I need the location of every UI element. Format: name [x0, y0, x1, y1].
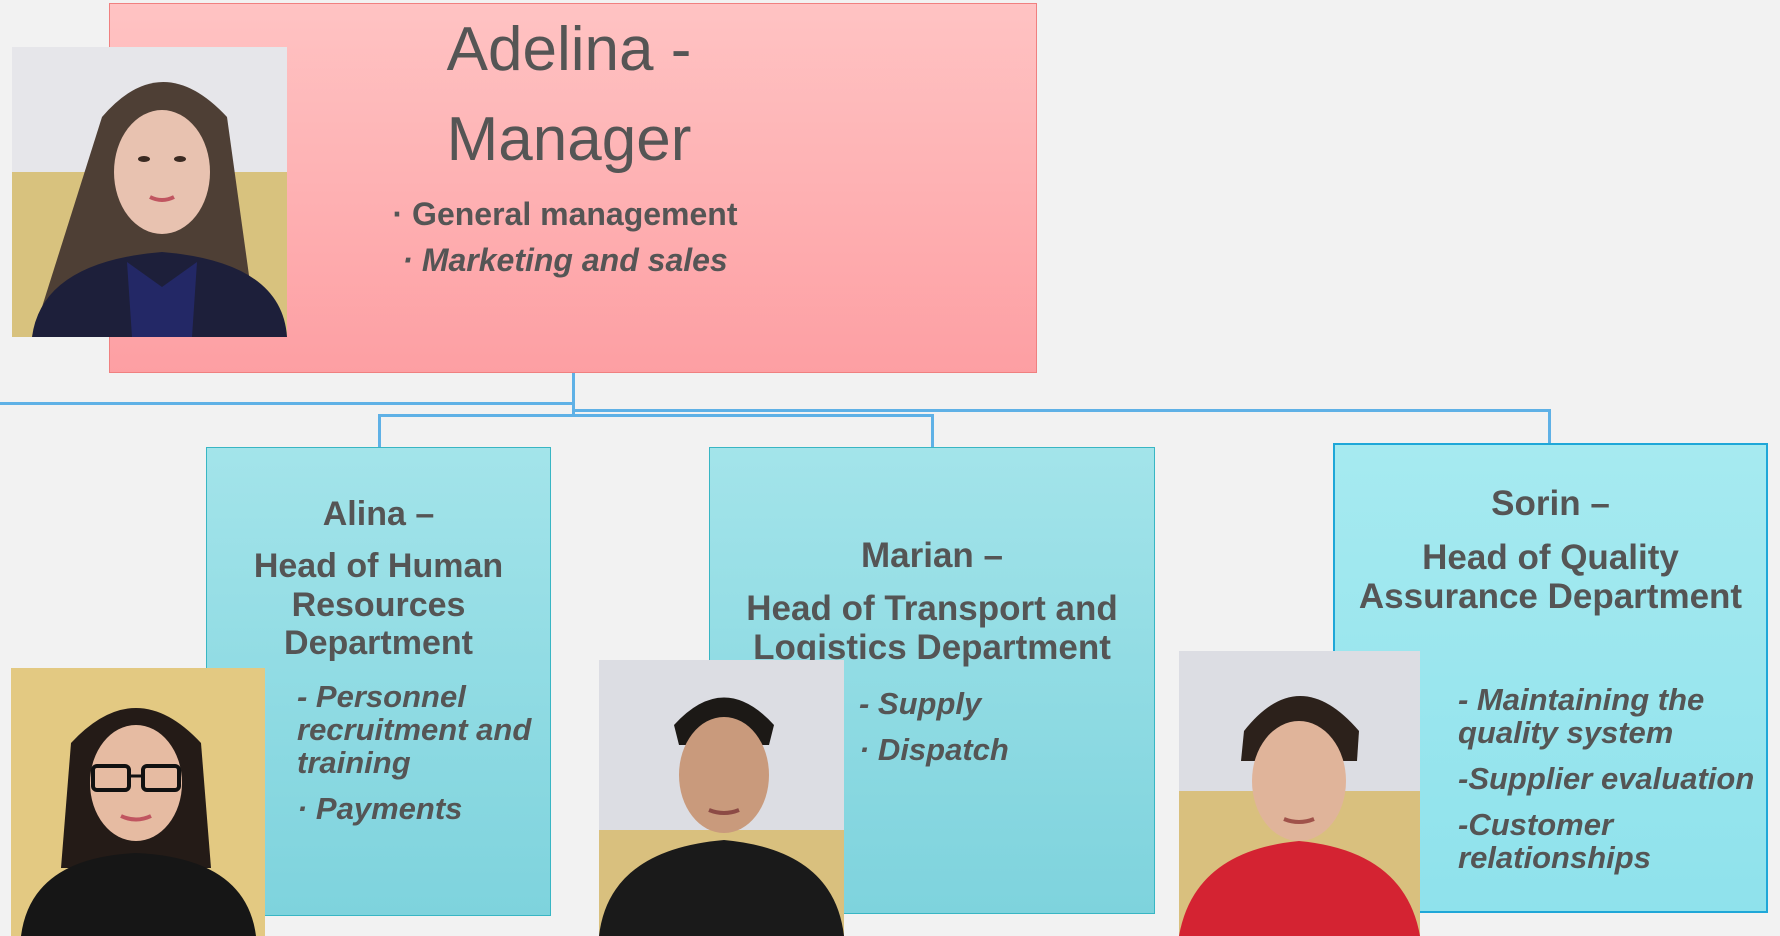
marian-duty-2: · Dispatch: [859, 732, 1009, 767]
alina-duty-1c: training: [297, 745, 411, 780]
sorin-duty-1b: quality system: [1458, 715, 1674, 750]
marian-duty-1: - Supply: [859, 686, 982, 721]
sorin-photo: [1179, 651, 1420, 936]
alina-name: Alina –: [322, 495, 435, 533]
alina-title-line-3: Department: [284, 624, 473, 662]
sorin-name: Sorin –: [1491, 484, 1610, 523]
sorin-duty-3b: relationships: [1458, 840, 1651, 875]
manager-duty-2: · Marketing and sales: [402, 242, 728, 278]
manager-name: Adelina -: [446, 15, 692, 84]
sorin-duty-2: -Supplier evaluation: [1458, 761, 1755, 796]
connector-horizontal-inner: [378, 414, 934, 417]
connector-manager-down: [572, 373, 575, 415]
manager-photo: [12, 47, 287, 337]
manager-role: Manager: [446, 105, 692, 174]
marian-title-line-1: Head of Transport and: [746, 589, 1118, 628]
connector-sorin: [1548, 409, 1551, 444]
sorin-duty-3: -Customer: [1458, 807, 1614, 842]
marian-photo: [599, 660, 844, 936]
connector-horizontal-main: [572, 409, 1551, 412]
connector-alina: [378, 414, 381, 447]
connector-marian: [931, 414, 934, 447]
alina-duty-2: · Payments: [297, 791, 463, 826]
sorin-title-line-1: Head of Quality: [1422, 538, 1679, 577]
marian-name: Marian –: [861, 536, 1003, 575]
sorin-duty-1: - Maintaining the: [1458, 682, 1705, 717]
alina-duty-1b: recruitment and: [297, 712, 532, 747]
sorin-title-line-2: Assurance Department: [1358, 577, 1743, 616]
alina-title-line-2: Resources: [291, 586, 466, 624]
alina-photo: [11, 668, 265, 936]
connector-left-branch: [0, 402, 575, 405]
alina-duty-1: - Personnel: [297, 679, 466, 714]
alina-title-line-1: Head of Human: [253, 547, 504, 585]
manager-duty-1: · General management: [392, 196, 738, 232]
